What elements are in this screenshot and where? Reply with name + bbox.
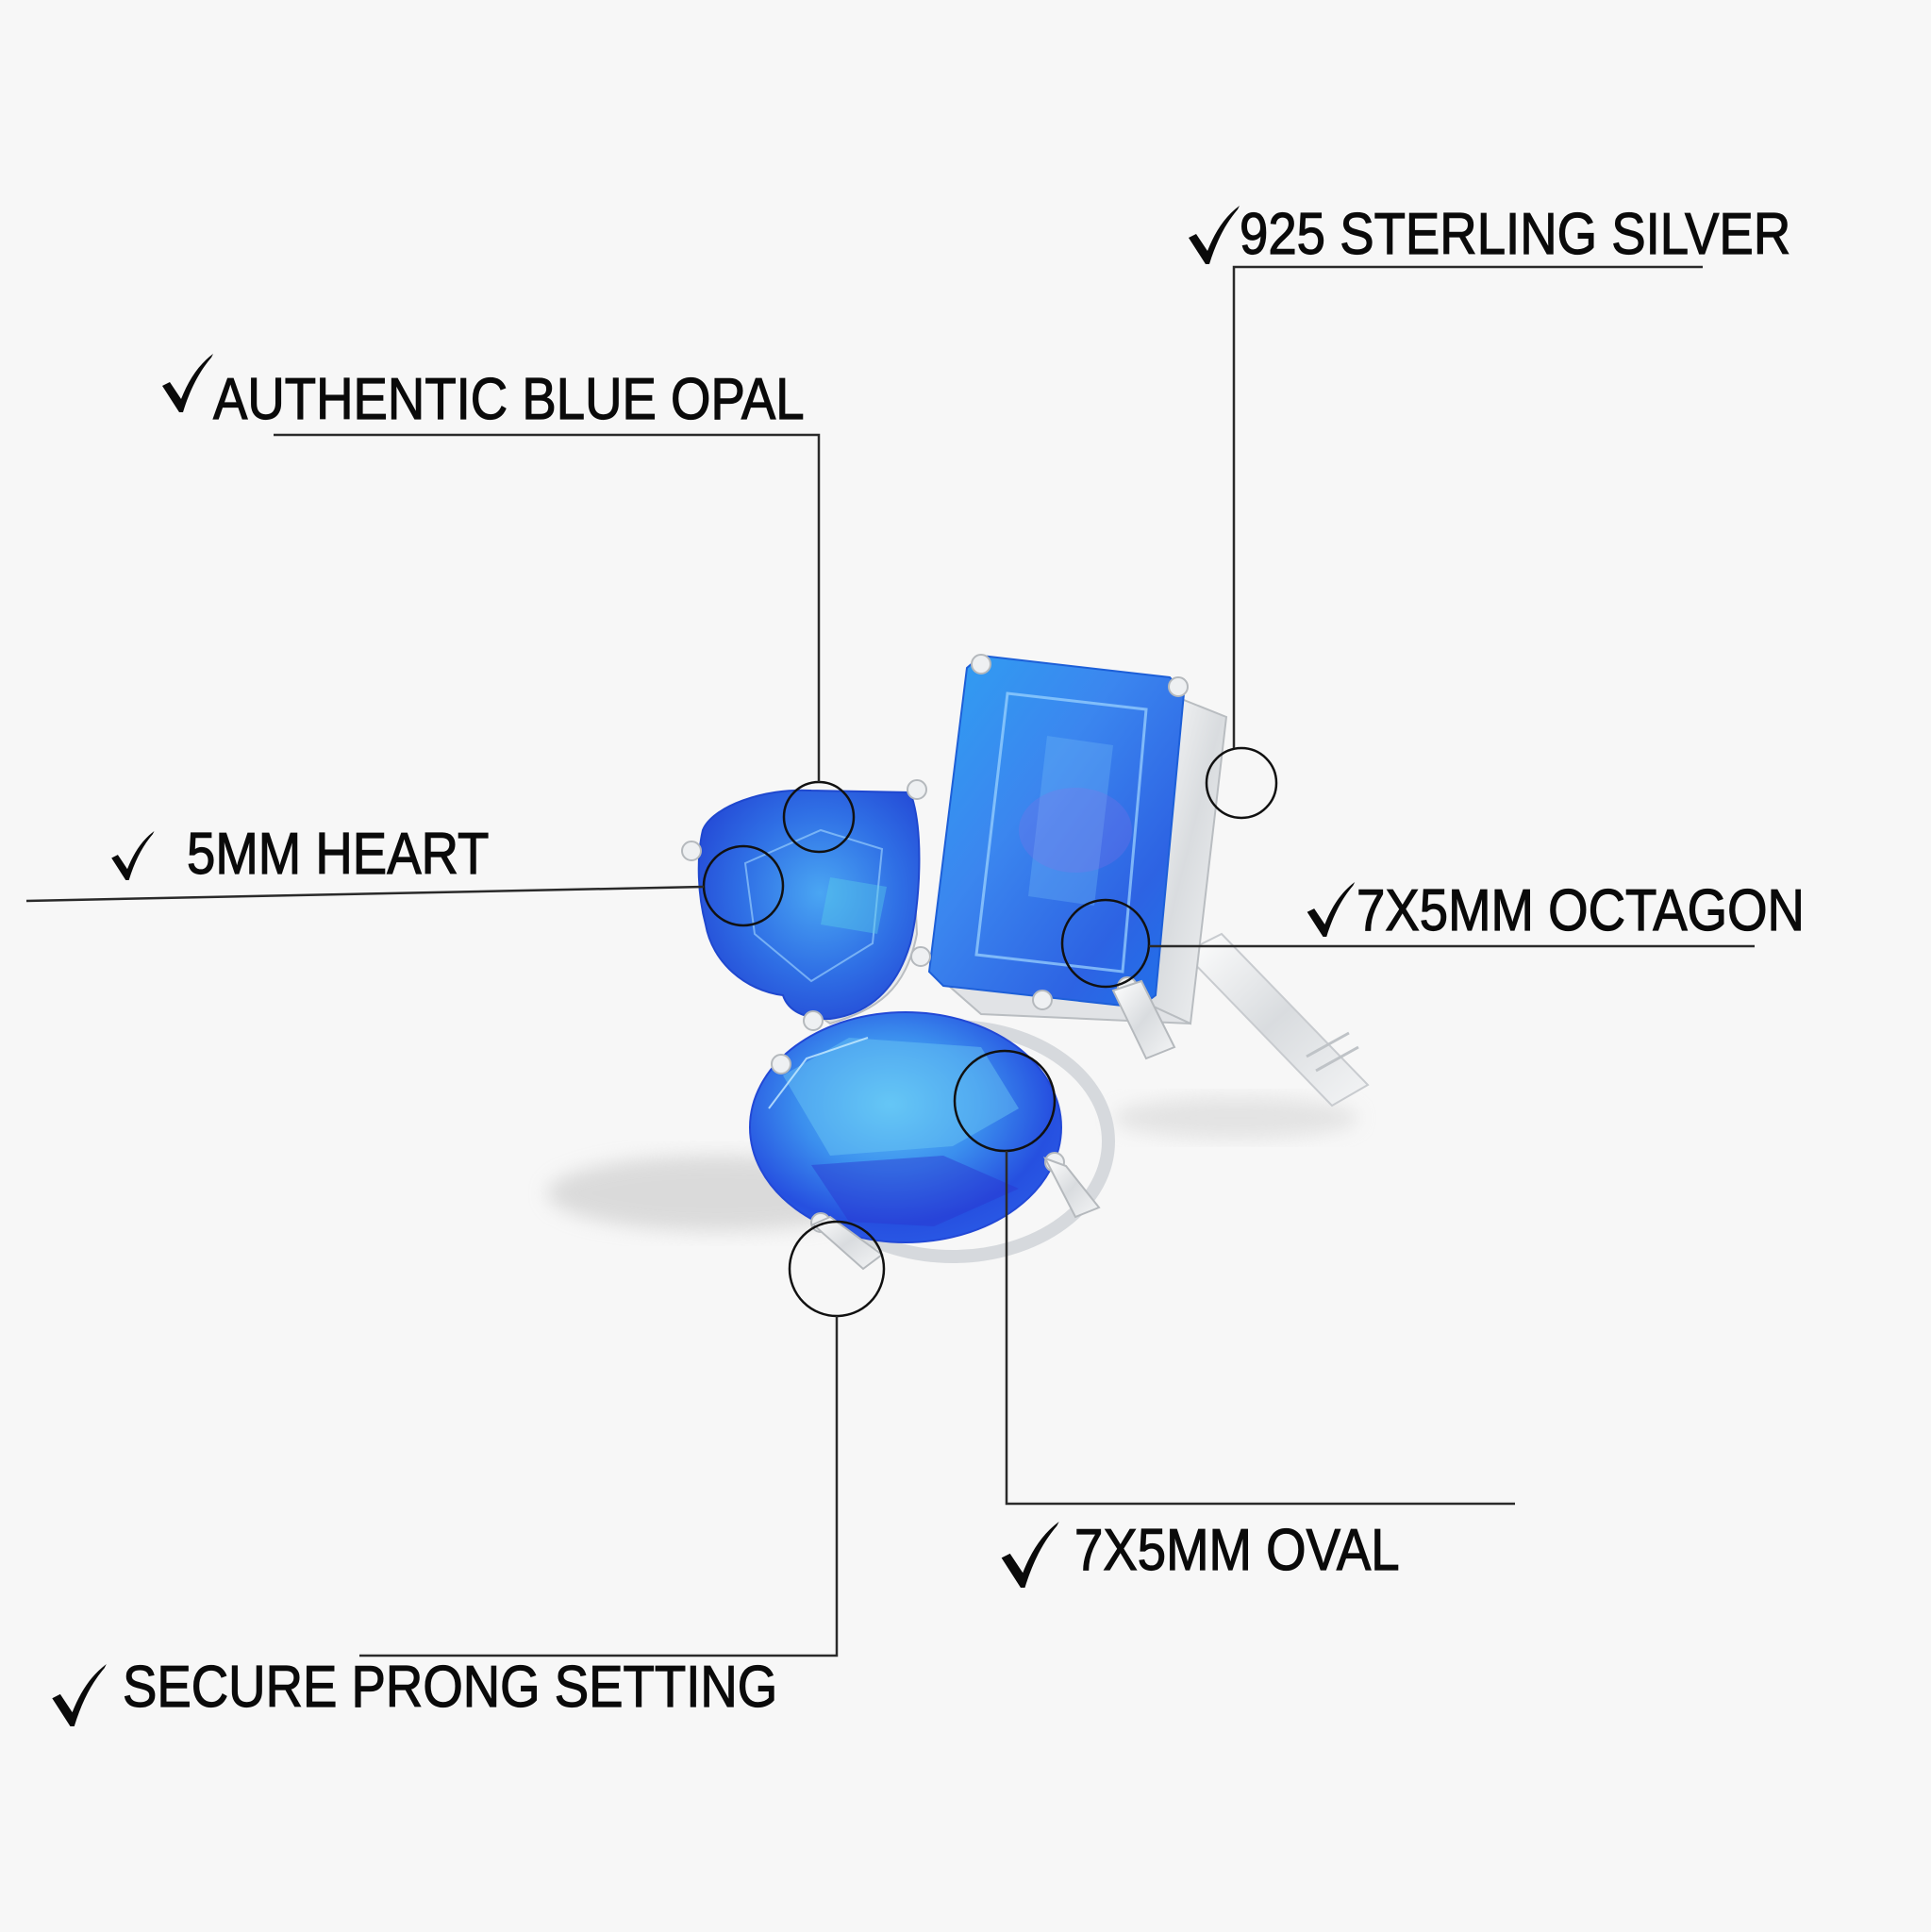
checkmark-icon [45, 1664, 111, 1726]
callout-circle-oval [953, 1049, 1057, 1153]
oval-stone [749, 1011, 1062, 1243]
connector-lines [25, 265, 1755, 1657]
feature-heart: 5MM HEART [106, 822, 530, 887]
feature-label: 7X5MM OCTAGON [1356, 878, 1805, 943]
callout-circle-silver [1205, 746, 1278, 820]
feature-prong: SECURE PRONG SETTING [45, 1655, 867, 1726]
checkmark-icon [160, 354, 213, 412]
feature-octagon: 7X5MM OCTAGON [1304, 879, 1866, 941]
checkmark-icon [1187, 206, 1240, 264]
feature-label: SECURE PRONG SETTING [122, 1655, 778, 1720]
checkmark-icon [1304, 882, 1357, 937]
feature-label: 5MM HEART [186, 822, 490, 887]
connector-heart [25, 885, 705, 903]
prongs [681, 654, 1189, 1271]
feature-label: 7X5MM OVAL [1074, 1518, 1400, 1583]
checkmark-icon [106, 831, 158, 880]
feature-oval: 7X5MM OVAL [995, 1514, 1444, 1588]
callout-circles [702, 746, 1278, 1318]
feature-opal: AUTHENTIC BLUE OPAL [160, 354, 885, 429]
connector-opal [274, 433, 821, 782]
connector-silver [1232, 265, 1703, 748]
octagon-stone [927, 654, 1186, 1009]
earring-post [1182, 932, 1370, 1108]
connector-oval [1005, 1151, 1515, 1506]
feature-label: 925 STERLING SILVER [1239, 202, 1791, 267]
callout-circle-octagon [1060, 898, 1151, 989]
callout-circle-heart [702, 844, 785, 927]
checkmark-icon [995, 1522, 1063, 1588]
heart-stone [697, 789, 921, 1021]
feature-silver: 925 STERLING SILVER [1187, 193, 1866, 264]
feature-label: AUTHENTIC BLUE OPAL [212, 367, 805, 432]
connector-prong [359, 1316, 839, 1657]
